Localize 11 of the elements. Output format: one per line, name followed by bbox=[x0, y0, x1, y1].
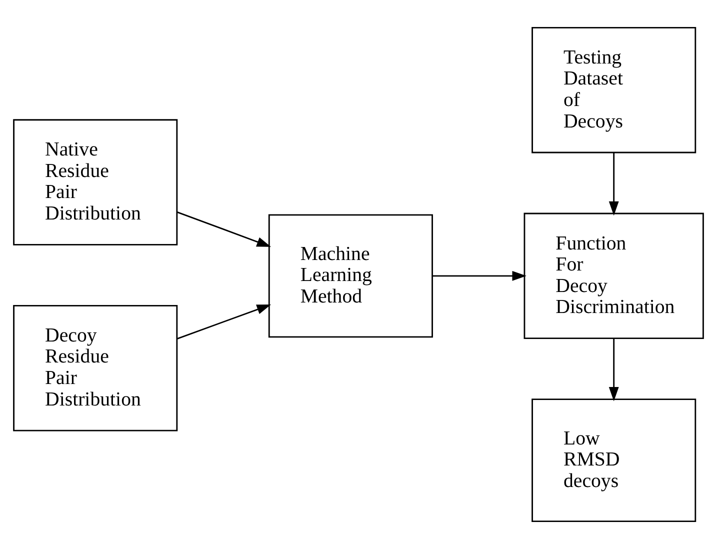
node-box: Machine Learning Method bbox=[268, 214, 433, 338]
node-box: Testing Dataset of Decoys bbox=[532, 26, 696, 153]
arrow bbox=[608, 338, 619, 401]
arrow bbox=[608, 152, 619, 216]
arrow bbox=[177, 304, 272, 339]
node-box: Native Residue Pair Distribution bbox=[13, 118, 178, 245]
node-box: Function For Decoy Discrimination bbox=[524, 212, 704, 339]
node-box: Decoy Residue Pair Distribution bbox=[13, 304, 178, 431]
arrow bbox=[432, 270, 526, 280]
arrow bbox=[177, 211, 272, 246]
node-box: Low RMSD decoys bbox=[532, 398, 696, 522]
